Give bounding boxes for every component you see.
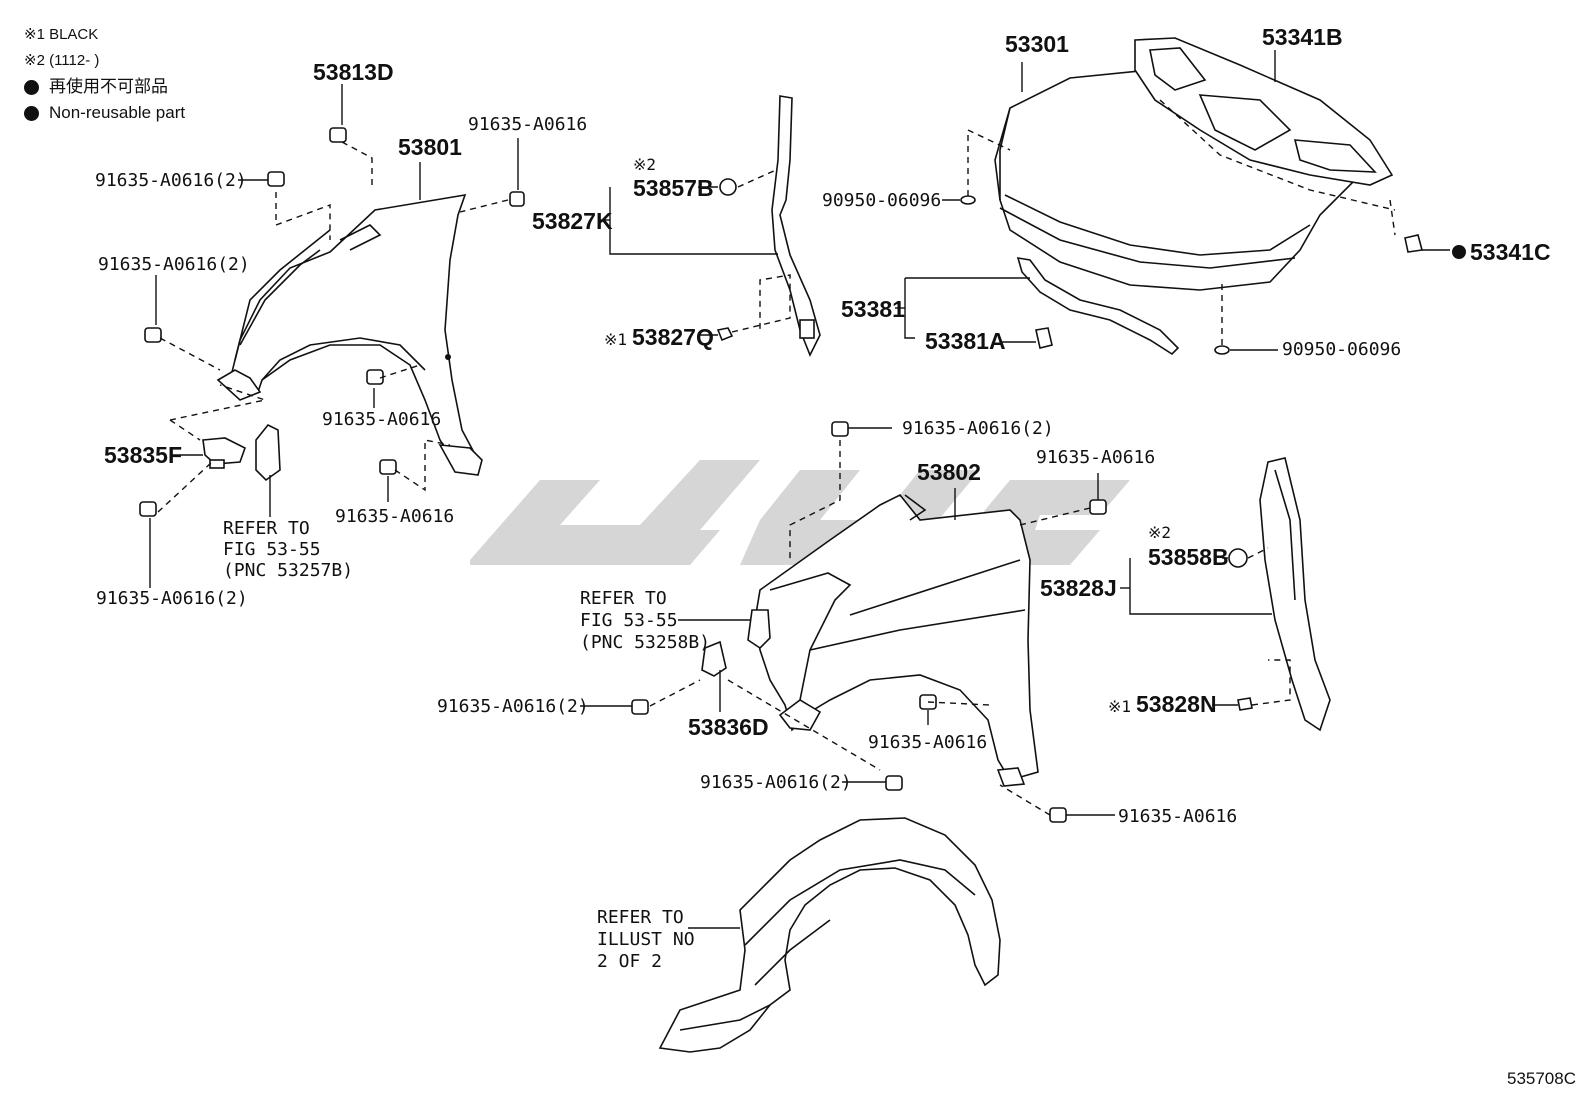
label-53827Q: 53827Q xyxy=(632,324,714,350)
label-53341C: 53341C xyxy=(1470,239,1551,265)
bullet-icon xyxy=(24,79,39,95)
watermark-logo xyxy=(470,460,1130,565)
label-refer: REFER TO xyxy=(223,518,310,539)
label-90950: 90950-06096 xyxy=(822,190,941,211)
bracket-53835F xyxy=(202,423,281,482)
fender-right xyxy=(754,488,1039,787)
dashed-guides-left xyxy=(157,141,509,513)
label-53858B: 53858B xyxy=(1148,544,1229,570)
bolt-icons-left xyxy=(139,127,525,517)
label-90950: 90950-06096 xyxy=(1282,339,1401,360)
label-refer: FIG 53-55 xyxy=(223,539,321,560)
label-53813D: 53813D xyxy=(313,59,394,85)
label-note-star1: ※1 xyxy=(604,330,627,349)
bullet-icon xyxy=(24,105,39,121)
label-53835F: 53835F xyxy=(104,442,182,468)
label-bolt: 91635-A0616(2) xyxy=(98,254,250,275)
illustration-code: 535708C xyxy=(1506,1069,1576,1088)
label-bolt: 91635-A0616 xyxy=(1036,447,1155,468)
label-refer: 2 OF 2 xyxy=(597,951,662,972)
bracket-53836D xyxy=(701,609,771,677)
label-53828N: 53828N xyxy=(1136,691,1217,717)
legend: ※1 BLACK ※2 (1112- ) 再使用不可部品 Non-reusabl… xyxy=(24,22,185,126)
label-bolt: 91635-A0616(2) xyxy=(902,418,1054,439)
label-53381A: 53381A xyxy=(925,328,1006,354)
fender-left xyxy=(216,193,483,476)
hood-insulator-53341B xyxy=(1134,37,1394,186)
label-53828J: 53828J xyxy=(1040,575,1117,601)
label-53341B: 53341B xyxy=(1262,24,1343,50)
label-note-star2: ※2 xyxy=(1148,523,1171,542)
seal-53827K xyxy=(600,95,821,357)
legend-non-reusable-en: Non-reusable part xyxy=(24,100,185,126)
label-53802: 53802 xyxy=(917,459,981,485)
label-bolt: 91635-A0616(2) xyxy=(700,772,852,793)
label-refer: (PNC 53258B) xyxy=(580,632,710,653)
label-note-star2: ※2 xyxy=(633,155,656,174)
label-refer: ILLUST NO xyxy=(597,929,695,950)
label-bolt: 91635-A0616 xyxy=(1118,806,1237,827)
label-bolt: 91635-A0616(2) xyxy=(96,588,248,609)
legend-jp-text: 再使用不可部品 xyxy=(49,77,168,96)
label-refer: (PNC 53257B) xyxy=(223,560,353,581)
label-bolt: 91635-A0616 xyxy=(335,506,454,527)
label-53381: 53381 xyxy=(841,296,905,322)
legend-non-reusable-jp: 再使用不可部品 xyxy=(24,74,185,100)
label-53801: 53801 xyxy=(398,134,462,160)
fender-liner xyxy=(658,817,1001,1053)
label-bolt: 91635-A0616 xyxy=(322,409,441,430)
legend-note-date: ※2 (1112- ) xyxy=(24,52,100,69)
label-bolt: 91635-A0616(2) xyxy=(95,170,247,191)
label-bolt: 91635-A0616 xyxy=(468,114,587,135)
legend-en-text: Non-reusable part xyxy=(49,103,186,122)
label-53301: 53301 xyxy=(1005,31,1069,57)
label-53827K: 53827K xyxy=(532,208,613,234)
legend-note-black: ※1 BLACK xyxy=(24,26,99,43)
label-refer: REFER TO xyxy=(597,907,684,928)
label-refer: REFER TO xyxy=(580,588,667,609)
part-labels: 53813D 53801 91635-A0616(2) 91635-A0616(… xyxy=(95,24,1551,972)
bolt-icons-right xyxy=(631,421,1107,823)
seal-53828J xyxy=(1120,457,1331,732)
hood-seal-53381 xyxy=(895,257,1180,356)
label-bolt: 91635-A0616(2) xyxy=(437,696,589,717)
label-note-star1: ※1 xyxy=(1108,697,1131,716)
leaders-left xyxy=(149,84,519,588)
hood-clips xyxy=(942,99,1466,355)
dashed-guides-right xyxy=(580,427,1115,816)
label-53857B: 53857B xyxy=(633,175,714,201)
label-bolt: 91635-A0616 xyxy=(868,732,987,753)
label-refer: FIG 53-55 xyxy=(580,610,678,631)
label-53836D: 53836D xyxy=(688,714,769,740)
